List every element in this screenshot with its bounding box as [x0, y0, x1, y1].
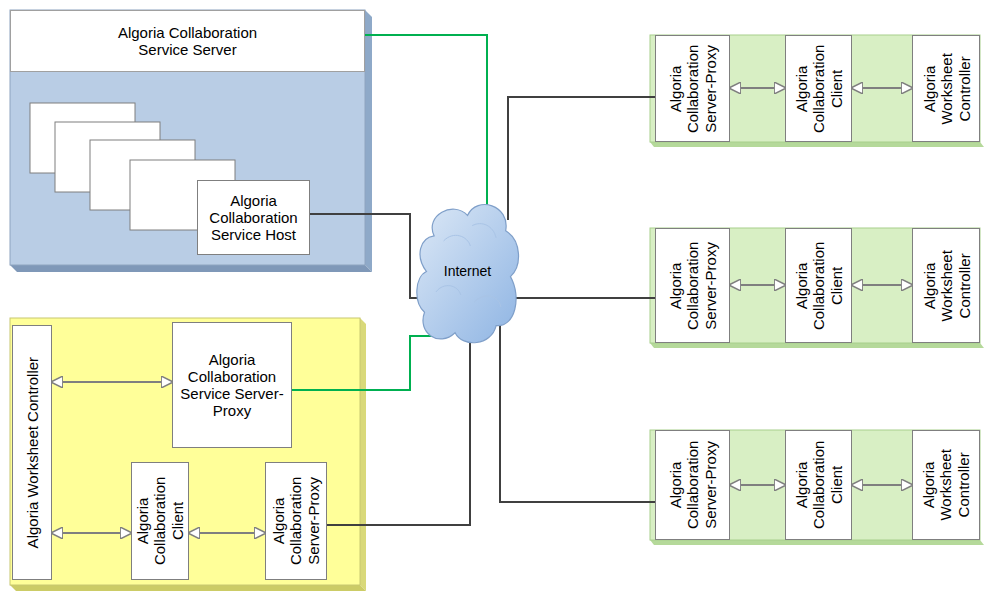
panel-title: Algoria Collaboration Service Server — [10, 10, 365, 72]
client-box: Algoria Collaboration Client — [785, 430, 852, 540]
box-label: Algoria Collaboration Client — [134, 467, 186, 575]
network-link — [365, 35, 487, 211]
double-arrow — [852, 484, 912, 486]
network-link — [327, 340, 470, 525]
server-proxy-box: Algoria Collaboration Server-Proxy — [655, 430, 730, 540]
box-label: Algoria Collaboration Client — [793, 233, 845, 338]
network-link — [508, 97, 655, 220]
box-label: Algoria Collaboration Server-Proxy — [270, 467, 322, 575]
double-arrow — [730, 484, 785, 486]
panel-side — [365, 10, 372, 272]
panel-side — [10, 585, 366, 591]
panel-side — [10, 265, 372, 272]
server-panel-ground — [10, 10, 365, 265]
worksheet-controller-box: Algoria Worksheet Controller — [12, 325, 52, 580]
cloud-outline — [417, 205, 519, 343]
box-label: Algoria Collaboration Service Host — [202, 192, 305, 244]
client-slab — [650, 35, 980, 142]
panel-side — [360, 318, 366, 591]
double-arrow — [730, 87, 785, 89]
cloud-label: Internet — [444, 263, 491, 279]
box-label: Algoria Collaboration Server-Proxy — [667, 435, 719, 535]
worksheet-controller-box: Algoria Worksheet Controller — [912, 228, 980, 343]
cloud-puff — [436, 224, 501, 308]
worksheet-controller-box: Algoria Worksheet Controller — [912, 35, 980, 142]
client-box: Algoria Collaboration Client — [785, 35, 852, 142]
slab-side — [650, 343, 984, 348]
server-proxy-box: Algoria Collaboration Server-Proxy — [655, 228, 730, 343]
service-proxy-box: Algoria Collaboration Service Server-Pro… — [172, 322, 292, 448]
server-proxy-box: Algoria Collaboration Server-Proxy — [655, 35, 730, 142]
box-label: Algoria Collaboration Server-Proxy — [667, 233, 719, 338]
client-box: Algoria Collaboration Client — [131, 462, 189, 580]
worksheet-controller-box: Algoria Worksheet Controller — [912, 430, 980, 540]
client-slab — [650, 228, 980, 343]
double-arrow — [52, 381, 172, 383]
slab-side — [650, 540, 984, 545]
network-link — [500, 324, 655, 502]
client-slab — [650, 430, 980, 540]
server-proxy-box: Algoria Collaboration Server-Proxy — [265, 462, 327, 580]
box-label: Algoria Collaboration Client — [793, 435, 845, 535]
client-panel-ground — [10, 318, 360, 585]
box-label: Algoria Worksheet Controller — [920, 233, 972, 338]
client-box: Algoria Collaboration Client — [785, 228, 852, 343]
box-label: Algoria Worksheet Controller — [920, 435, 972, 535]
double-arrow — [730, 284, 785, 286]
service-host-box: Algoria Collaboration Service Host — [197, 180, 310, 255]
server-panel: Algoria Collaboration Service ServerAlgo… — [10, 10, 365, 265]
internet-cloud: Internet — [415, 195, 520, 348]
network-link — [310, 214, 425, 298]
box-label: Algoria Collaboration Server-Proxy — [667, 40, 719, 137]
box-label: Algoria Collaboration Service Server-Pro… — [177, 351, 287, 420]
network-link — [512, 297, 655, 299]
slab-side — [650, 142, 984, 147]
double-arrow — [852, 87, 912, 89]
double-arrow — [189, 532, 265, 534]
box-label: Algoria Collaboration Client — [793, 40, 845, 137]
box-label: Algoria Worksheet Controller — [920, 40, 972, 137]
double-arrow — [52, 532, 131, 534]
box-label: Algoria Worksheet Controller — [23, 330, 40, 575]
network-link — [292, 336, 440, 390]
double-arrow — [852, 284, 912, 286]
